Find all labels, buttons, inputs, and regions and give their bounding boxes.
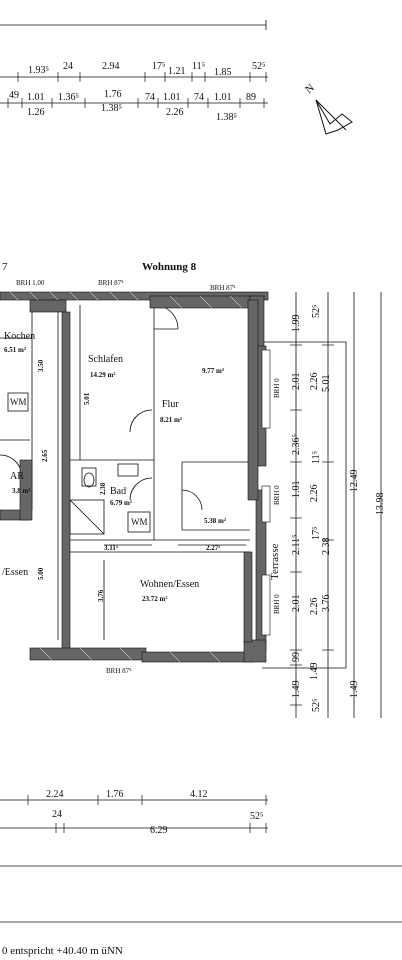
- dim-top2-0: 49: [9, 90, 19, 101]
- room-schlafen-name: Schlafen: [88, 354, 123, 365]
- room-kochen-area: 6.51 m²: [4, 346, 26, 354]
- dim-376: 3.76: [97, 589, 105, 602]
- dim-top2-7: 1.01: [214, 92, 232, 103]
- room-wohnen-area: 23.72 m²: [142, 595, 168, 603]
- dim-2275: 2.27⁵: [206, 544, 221, 552]
- dim-r3-1: 2.38: [321, 537, 332, 556]
- brh-right-2: BRH 0: [273, 485, 281, 505]
- dim-3115: 3.11⁵: [104, 544, 118, 552]
- dim-r3-0: 5.01: [321, 374, 332, 393]
- brh-top-left: BRH 1.00: [16, 279, 45, 287]
- dim-r1-2: 2.36⁵: [291, 434, 302, 455]
- dim-r2-0: 52⁵: [311, 304, 322, 319]
- dim-top2-2: 1.36⁵: [58, 92, 79, 103]
- dim-top1-3: 17⁵: [152, 61, 166, 72]
- dim-501: 5.01: [83, 392, 91, 405]
- dim-r2-5: 2.26: [309, 597, 320, 616]
- terrasse-label: Terrasse: [269, 543, 281, 581]
- room-schlafen-area: 14.29 m²: [90, 371, 116, 379]
- room-bad-area: 6.79 m²: [110, 499, 132, 507]
- brh-right-1: BRH 0: [273, 378, 281, 398]
- dim-r2-3: 2.26: [309, 484, 320, 503]
- brh-bottom: BRH 87⁵: [106, 667, 132, 675]
- dim-top1-0: 1.93⁵: [28, 65, 49, 76]
- footer-note: 0 entspricht +40.40 m üNN: [2, 945, 123, 957]
- dim-r1-5: 2.01: [291, 594, 302, 613]
- dim-r1-7: 1.49: [291, 680, 302, 699]
- dim-r1-3: 1.01: [291, 480, 302, 499]
- dim-top2-8: 89: [246, 92, 256, 103]
- dim-r4-1: 1.49: [349, 680, 360, 699]
- brh-top-right: BRH 87⁵: [210, 284, 236, 292]
- room-ar-name: AR: [10, 471, 24, 482]
- room-ar-area: 3.8 m²: [12, 487, 31, 495]
- unit-left-label: 7: [2, 261, 8, 273]
- dim-top3-1: 1.38⁵: [101, 103, 122, 114]
- dim-top2-1: 1.01: [27, 92, 45, 103]
- dim-265: 2.65: [41, 449, 49, 462]
- dim-top1-5: 11⁵: [192, 61, 206, 72]
- dim-top2-3: 1.76: [104, 89, 122, 100]
- dim-r5-0: 13.98: [375, 492, 386, 516]
- dim-top3-2: 2.26: [166, 107, 184, 118]
- dim-r4-0: 12.49: [349, 469, 360, 493]
- dim-bot1-2: 4.12: [190, 789, 208, 800]
- dim-top3-3: 1.38⁵: [216, 112, 237, 123]
- dim-bot1-0: 2.24: [46, 789, 64, 800]
- dim-r2-7: 52⁵: [311, 698, 322, 713]
- dim-top1-2: 2.94: [102, 61, 120, 72]
- wm-label-2: WM: [131, 517, 148, 527]
- dim-bot2-0: 24: [52, 809, 62, 820]
- dim-top2-6: 74: [194, 92, 204, 103]
- dim-238: 2.38: [99, 482, 107, 495]
- dim-350: 3.50: [37, 359, 45, 372]
- room-wohnen-left-name: /Essen: [2, 567, 29, 578]
- dim-top3-0: 1.26: [27, 107, 45, 118]
- dim-r3-2: 3.76: [321, 594, 332, 613]
- dim-r1-0: 1.99: [291, 314, 302, 333]
- dim-r2-6: 1.49: [309, 662, 320, 681]
- dim-top1-4: 1.21: [168, 66, 186, 77]
- dim-r2-1: 2.26: [309, 372, 320, 391]
- dim-top2-5: 1.01: [163, 92, 181, 103]
- dim-r1-6: 99: [291, 652, 302, 662]
- room-977-area: 9.77 m²: [202, 367, 224, 375]
- unit-title: Wohnung 8: [142, 261, 197, 273]
- room-bad-name: Bad: [110, 486, 127, 497]
- room-flur-name: Flur: [162, 399, 179, 410]
- dim-r2-2: 11⁵: [311, 450, 322, 464]
- wm-label-1: WM: [10, 397, 27, 407]
- room-wohnen-name: Wohnen/Essen: [140, 579, 200, 590]
- room-flur-area: 8.21 m²: [160, 416, 182, 424]
- dim-bot2-1: 52⁵: [250, 811, 264, 822]
- dim-500: 5.00: [37, 567, 45, 580]
- north-arrow-icon: [315, 99, 353, 135]
- brh-right-3: BRH 0: [273, 594, 281, 614]
- room-538-area: 5.38 m²: [204, 517, 226, 525]
- dim-bot1-1: 1.76: [106, 789, 124, 800]
- brh-top-mid: BRH 87⁵: [98, 279, 124, 287]
- dim-top1-6: 1.85: [214, 67, 232, 78]
- dim-top1-7: 52⁵: [252, 61, 266, 72]
- room-kochen-name: Kochen: [4, 331, 36, 342]
- dim-top2-4: 74: [145, 92, 155, 103]
- dim-top1-1: 24: [63, 61, 73, 72]
- dim-r1-1: 2.01: [291, 372, 302, 391]
- dim-bot3-0: 6.29: [150, 825, 168, 836]
- dim-r1-4: 2.11⁵: [291, 534, 302, 555]
